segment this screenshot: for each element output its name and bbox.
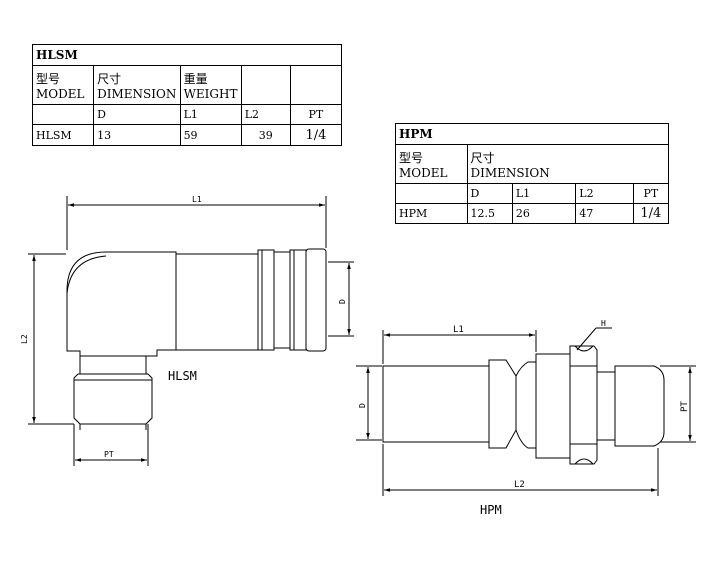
hlsm-row-cell: 13 (93, 124, 181, 146)
hpm-neck (596, 371, 616, 441)
hlsm-connector-ring (257, 249, 275, 351)
hlsm-blank-header (289, 65, 343, 105)
hpm-model-header: 型号 MODEL (395, 144, 468, 184)
hlsm-l1-label: L1 (192, 195, 202, 204)
hpm-drawing (356, 327, 696, 496)
hlsm-horizontal-tube (175, 253, 259, 351)
hlsm-elbow-inner-curve (66, 255, 107, 295)
hlsm-blank-header (240, 65, 291, 105)
hlsm-row-cell: 59 (179, 124, 242, 146)
hlsm-l2-label: L2 (20, 334, 29, 344)
hpm-hex-nut (569, 345, 598, 465)
hlsm-subheader-cell: PT (289, 104, 343, 125)
hlsm-spec-table: HLSM 型号 MODEL 尺寸 DIMENSION 重量 WEIGHT D L… (31, 44, 343, 146)
hpm-row-cell: 26 (511, 203, 577, 224)
hlsm-connector-cap (305, 248, 327, 352)
hpm-row-cell: 47 (575, 203, 634, 224)
hpm-subheader-cell: PT (632, 183, 670, 204)
hpm-row-cell: 12.5 (466, 203, 513, 224)
hlsm-pt-label: PT (104, 450, 114, 459)
hpm-pt-label: PT (680, 401, 690, 412)
hpm-h-label: H (601, 319, 606, 328)
hpm-dimension-header: 尺寸 DIMENSION (466, 144, 670, 184)
hlsm-weight-header: 重量 WEIGHT (179, 65, 242, 105)
hpm-groove (488, 359, 517, 449)
hpm-caption: HPM (480, 503, 502, 517)
hlsm-neck (79, 355, 147, 375)
hpm-l1-label: L1 (453, 325, 464, 335)
hpm-row-cell: 1/4 (632, 203, 670, 224)
hpm-h-leader-line (576, 327, 597, 351)
hpm-tube (382, 365, 490, 443)
hlsm-thread (73, 373, 153, 425)
hlsm-connector-ring (273, 251, 291, 349)
hpm-collar (535, 353, 571, 459)
hlsm-d-label: D (338, 299, 347, 304)
hpm-thread (614, 365, 665, 447)
hlsm-row-cell: HLSM (31, 124, 95, 146)
hlsm-drawing (28, 196, 354, 466)
hpm-l2-label: L2 (514, 480, 525, 490)
hlsm-caption: HLSM (168, 369, 197, 383)
hlsm-connector-ring (289, 249, 307, 351)
hpm-d-label: D (358, 403, 367, 408)
hlsm-row-cell: 1/4 (289, 124, 343, 146)
hpm-spec-table: HPM 型号 MODEL 尺寸 DIMENSION D L1 L2 PT HPM… (395, 123, 670, 224)
hpm-row-cell: HPM (395, 203, 468, 224)
hlsm-dimension-header: 尺寸 DIMENSION (93, 65, 181, 105)
hlsm-elbow-body (66, 251, 177, 357)
